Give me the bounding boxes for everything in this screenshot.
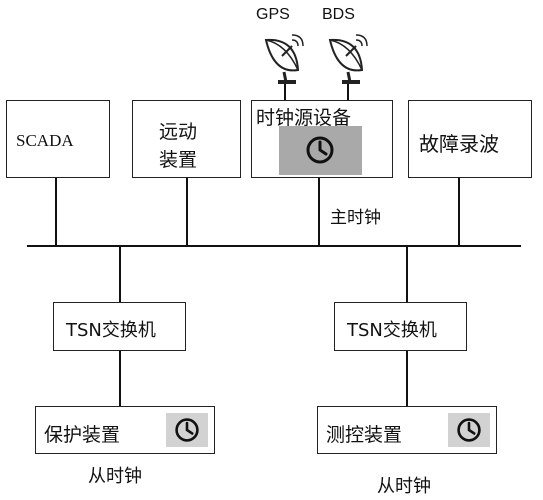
scada-box: SCADA [6,100,110,178]
clock-icon [457,418,481,442]
master-clock-label: 主时钟 [330,208,381,228]
right-tsn-switch-label: TSN交换机 [347,320,437,341]
remote-device-label-line1: 远动 [159,121,198,143]
fault-recorder-box: 故障录波 [408,100,532,178]
gps-label: GPS [256,6,290,23]
scada-label: SCADA [16,131,74,150]
clock-icon [306,136,334,164]
left-tsn-switch-label: TSN交换机 [66,320,156,341]
gps-satellite-dish-icon [264,34,304,84]
remote-device-box: 远动 装置 [132,100,241,178]
left-slave-clock-label: 从时钟 [88,466,142,487]
scada-link [55,178,57,246]
clock-source-link [318,178,320,246]
measurement-control-device-box: 测控装置 [317,406,497,454]
right-device-link [406,351,408,406]
left-device-link [119,351,121,406]
left-tsn-switch-box: TSN交换机 [53,302,186,351]
protection-device-box: 保护装置 [35,406,215,454]
measurement-control-device-label: 测控装置 [326,424,403,446]
right-tsn-switch-box: TSN交换机 [334,302,467,351]
remote-device-label-line2: 装置 [159,149,198,171]
clock-source-label: 时钟源设备 [256,107,352,129]
protection-device-label: 保护装置 [44,424,121,446]
remote-device-link [186,178,188,246]
right-switch-link [406,246,408,302]
left-switch-link [119,246,121,302]
bds-satellite-dish-icon [328,34,368,84]
right-slave-clock-label: 从时钟 [377,476,431,497]
fault-recorder-link [458,178,460,246]
fault-recorder-label: 故障录波 [419,132,499,156]
network-bus-line [27,245,521,247]
bds-connector-line [347,84,349,100]
clock-source-box: 时钟源设备 [251,100,393,178]
gps-connector-line [284,84,286,100]
clock-icon [175,418,199,442]
bds-label: BDS [322,6,355,23]
